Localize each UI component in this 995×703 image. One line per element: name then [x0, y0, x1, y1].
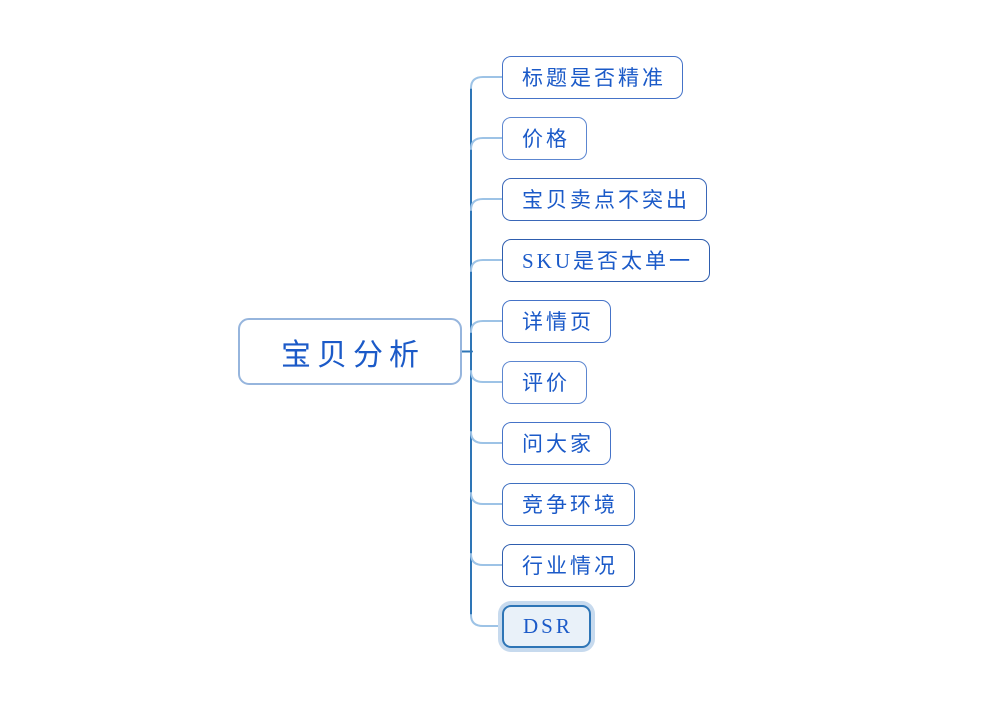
child-node-label: 问大家	[522, 432, 594, 456]
child-node-label: 评价	[522, 371, 570, 395]
child-node-label: 标题是否精准	[522, 66, 666, 90]
child-node-label: SKU是否太单一	[522, 249, 694, 273]
mindmap-node-child[interactable]: 评价	[502, 360, 587, 404]
mindmap-node-root[interactable]: 宝贝分析	[238, 318, 462, 385]
mindmap-node-child[interactable]: 问大家	[502, 421, 611, 465]
connector-path	[470, 553, 503, 566]
connector-path	[470, 370, 503, 383]
connector-path	[470, 137, 503, 150]
mindmap-node-child[interactable]: 宝贝卖点不突出	[502, 177, 707, 221]
connector-path	[470, 76, 503, 89]
root-node-label: 宝贝分析	[281, 338, 425, 372]
mindmap-node-child[interactable]: 价格	[502, 116, 587, 160]
mindmap-node-child[interactable]: 竞争环境	[502, 482, 635, 526]
child-node-label: 行业情况	[522, 554, 618, 578]
mindmap-node-child-selected[interactable]: DSR	[502, 604, 591, 648]
child-node-label: 详情页	[522, 310, 594, 334]
connector-path	[470, 431, 503, 444]
connector-path	[470, 614, 503, 627]
connector-path	[470, 320, 503, 333]
child-node-label: 竞争环境	[522, 493, 618, 517]
mindmap-node-child[interactable]: 详情页	[502, 299, 611, 343]
mindmap-node-child[interactable]: SKU是否太单一	[502, 238, 711, 282]
child-node-label: 价格	[522, 127, 570, 151]
connector-path	[470, 492, 503, 505]
child-node-label: DSR	[523, 613, 573, 638]
mindmap-node-child[interactable]: 行业情况	[502, 543, 635, 587]
child-node-label: 宝贝卖点不突出	[522, 188, 690, 212]
mindmap-node-child[interactable]: 标题是否精准	[502, 55, 683, 99]
connector-path	[470, 198, 503, 211]
connector-path	[470, 259, 503, 272]
